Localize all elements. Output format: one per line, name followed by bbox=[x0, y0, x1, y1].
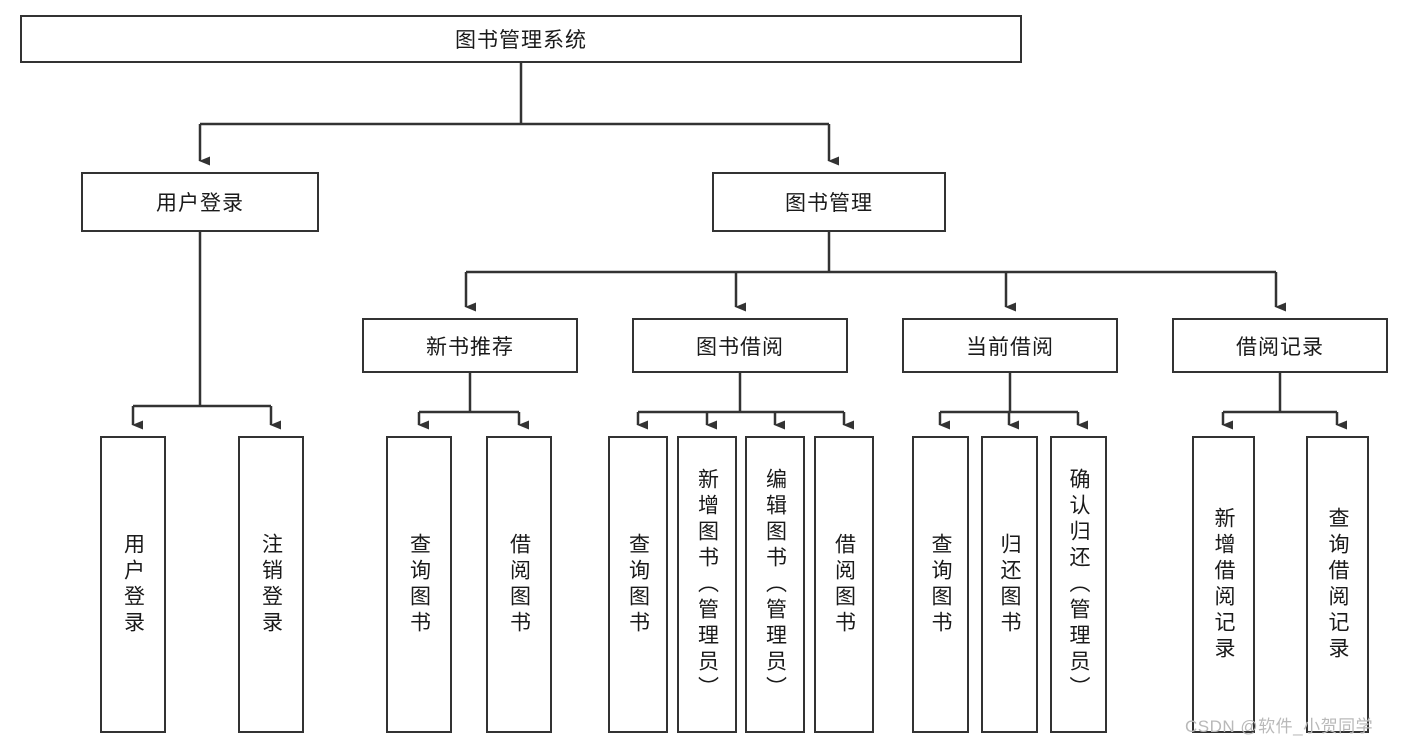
node-leaf-user-login[interactable]: 用户登录 bbox=[100, 436, 166, 733]
node-leaf-query-book-current[interactable]: 查询图书 bbox=[912, 436, 969, 733]
node-book-manage[interactable]: 图书管理 bbox=[712, 172, 946, 232]
node-leaf-query-book-borrow-label: 查询图书 bbox=[626, 532, 650, 637]
node-new-book-recommend-label: 新书推荐 bbox=[426, 335, 514, 359]
csdn-watermark: CSDN @软件_小贺同学 bbox=[1185, 717, 1374, 736]
node-leaf-edit-book-admin-label: 编辑图书（管理员） bbox=[763, 467, 787, 702]
node-root-label: 图书管理系统 bbox=[455, 29, 587, 52]
node-leaf-query-borrow-record[interactable]: 查询借阅记录 bbox=[1306, 436, 1369, 733]
node-leaf-add-borrow-record-label: 新增借阅记录 bbox=[1212, 506, 1235, 663]
node-leaf-confirm-return-admin[interactable]: 确认归还（管理员） bbox=[1050, 436, 1107, 733]
node-current-borrow[interactable]: 当前借阅 bbox=[902, 318, 1118, 373]
node-borrow-record-label: 借阅记录 bbox=[1236, 335, 1324, 359]
node-leaf-borrow-book[interactable]: 借阅图书 bbox=[814, 436, 874, 733]
node-leaf-add-borrow-record[interactable]: 新增借阅记录 bbox=[1192, 436, 1255, 733]
node-leaf-user-login-label: 用户登录 bbox=[121, 532, 145, 637]
node-borrow-record[interactable]: 借阅记录 bbox=[1172, 318, 1388, 373]
node-book-manage-label: 图书管理 bbox=[785, 192, 873, 215]
node-leaf-user-logout[interactable]: 注销登录 bbox=[238, 436, 304, 733]
node-leaf-confirm-return-admin-label: 确认归还（管理员） bbox=[1067, 467, 1090, 702]
node-book-borrow-label: 图书借阅 bbox=[696, 335, 784, 359]
node-leaf-user-logout-label: 注销登录 bbox=[259, 532, 283, 637]
node-leaf-borrow-book-rec-label: 借阅图书 bbox=[507, 532, 531, 637]
node-new-book-recommend[interactable]: 新书推荐 bbox=[362, 318, 578, 373]
node-leaf-edit-book-admin[interactable]: 编辑图书（管理员） bbox=[745, 436, 805, 733]
node-leaf-query-book-current-label: 查询图书 bbox=[929, 532, 952, 637]
node-leaf-return-book[interactable]: 归还图书 bbox=[981, 436, 1038, 733]
node-book-borrow[interactable]: 图书借阅 bbox=[632, 318, 848, 373]
node-current-borrow-label: 当前借阅 bbox=[966, 335, 1054, 359]
node-leaf-add-book-admin[interactable]: 新增图书（管理员） bbox=[677, 436, 737, 733]
node-user-login[interactable]: 用户登录 bbox=[81, 172, 319, 232]
node-leaf-borrow-book-rec[interactable]: 借阅图书 bbox=[486, 436, 552, 733]
node-root[interactable]: 图书管理系统 bbox=[20, 15, 1022, 63]
node-leaf-query-book-rec[interactable]: 查询图书 bbox=[386, 436, 452, 733]
node-leaf-add-book-admin-label: 新增图书（管理员） bbox=[695, 467, 719, 702]
node-leaf-query-book-rec-label: 查询图书 bbox=[407, 532, 431, 637]
node-leaf-query-borrow-record-label: 查询借阅记录 bbox=[1326, 506, 1349, 663]
node-leaf-return-book-label: 归还图书 bbox=[998, 532, 1021, 637]
node-user-login-label: 用户登录 bbox=[156, 192, 244, 215]
node-leaf-query-book-borrow[interactable]: 查询图书 bbox=[608, 436, 668, 733]
node-leaf-borrow-book-label: 借阅图书 bbox=[832, 532, 856, 637]
